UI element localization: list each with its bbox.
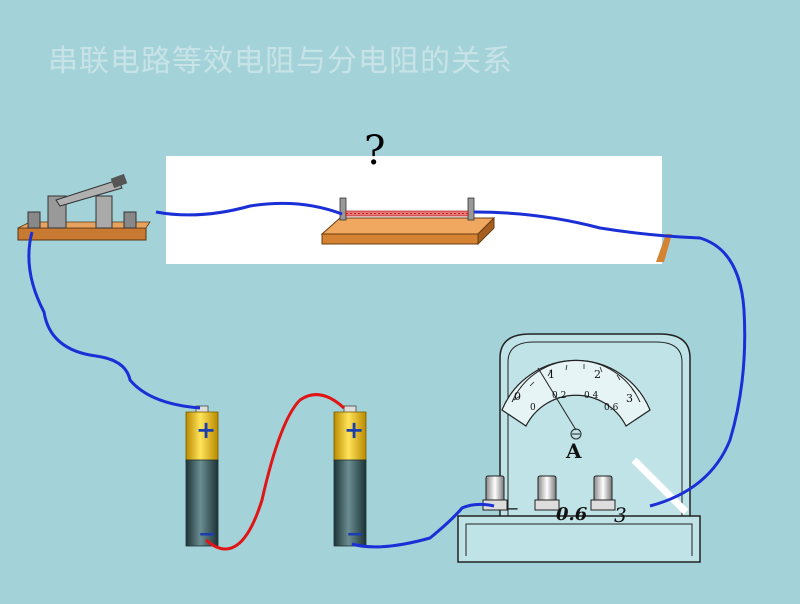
lower-scale-0: 0: [530, 403, 536, 413]
meter-needle: [537, 367, 577, 431]
board-edge: [656, 234, 672, 262]
wire-resistor-to-ammeter: [473, 210, 747, 508]
battery-right-positive-label: +: [344, 416, 365, 444]
lower-scale-3: 0.6: [604, 403, 619, 413]
battery-right[interactable]: [333, 405, 367, 547]
upper-scale-1: 1: [548, 368, 555, 381]
upper-scale-0: 0: [514, 390, 521, 403]
wire-switch-to-battery: [27, 231, 201, 410]
ammeter[interactable]: [457, 333, 701, 563]
wire-battery-to-battery: [205, 393, 346, 551]
slide-title: 串联电路等效电阻与分电阻的关系: [48, 44, 513, 79]
zero-adjust-screw[interactable]: [570, 428, 582, 440]
ammeter-symbol: A: [565, 439, 582, 463]
lower-scale-2: 0.4: [584, 391, 599, 401]
battery-left-negative-label: −: [198, 522, 217, 547]
upper-scale-3: 3: [626, 392, 633, 405]
upper-scale-2: 2: [594, 368, 601, 381]
lower-scale-1: 0.2: [552, 391, 566, 401]
battery-left-positive-label: +: [196, 416, 217, 444]
wire-switch-to-resistor: [155, 201, 343, 217]
terminal-label-0-6: 0.6: [556, 504, 588, 525]
ammeter-terminals: [482, 475, 616, 511]
white-panel: [166, 156, 662, 264]
unknown-resistor-label: ?: [364, 128, 386, 174]
resistor-board[interactable]: [320, 197, 496, 246]
meter-ticks: [513, 364, 637, 401]
lower-scale: 0 0.2 0.4 0.6: [530, 391, 619, 413]
slash-mark: [631, 457, 689, 515]
terminal-labels: − 0.6 3: [506, 499, 627, 527]
terminal-label-3: 3: [614, 503, 627, 527]
knife-switch[interactable]: [17, 173, 151, 241]
battery-right-negative-label: −: [346, 522, 365, 547]
upper-scale: 0 1 2 3: [514, 368, 633, 405]
battery-left[interactable]: [185, 405, 219, 547]
terminal-label-negative: −: [506, 499, 519, 518]
wire-battery-to-ammeter: [351, 502, 495, 549]
